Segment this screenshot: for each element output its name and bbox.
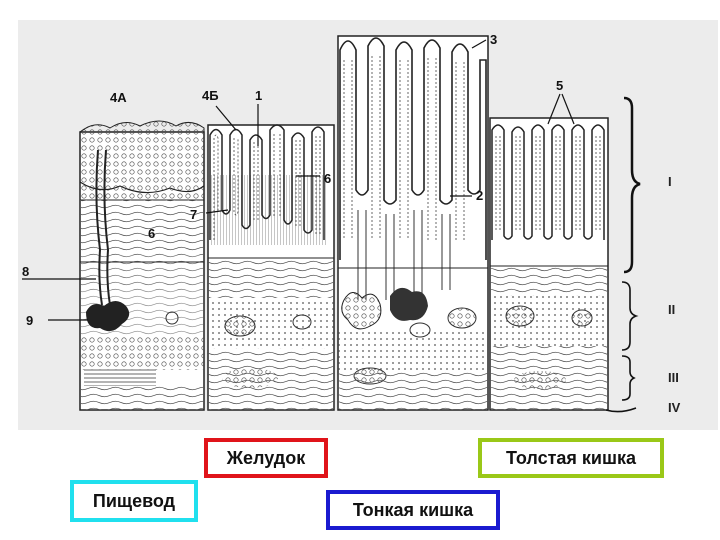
- label-4a: 4А: [110, 90, 127, 105]
- organ-label-small-intestine-text: Тонкая кишка: [353, 500, 473, 521]
- stomach-panel: [208, 125, 334, 410]
- layer-label-i: I: [668, 174, 672, 189]
- label-8: 8: [22, 264, 29, 279]
- small-intestine-panel: [338, 36, 488, 410]
- layer-label-iii: III: [668, 370, 679, 385]
- large-intestine-panel: [490, 118, 608, 410]
- organ-label-stomach-text: Желудок: [227, 448, 305, 469]
- organ-label-stomach: Желудок: [204, 438, 328, 478]
- organ-label-large-intestine: Толстая кишка: [478, 438, 664, 478]
- organ-label-esophagus-text: Пищевод: [93, 491, 175, 512]
- histology-figure: 1 2 3 4А 4Б 5 6 6 7 8 9 I II III IV: [0, 0, 720, 430]
- organ-label-esophagus: Пищевод: [70, 480, 198, 522]
- label-1: 1: [255, 88, 262, 103]
- label-7: 7: [190, 207, 197, 222]
- organ-label-large-intestine-text: Толстая кишка: [506, 448, 636, 469]
- layer-label-ii: II: [668, 302, 675, 317]
- label-5: 5: [556, 78, 563, 93]
- organ-label-small-intestine: Тонкая кишка: [326, 490, 500, 530]
- label-4b: 4Б: [202, 88, 219, 103]
- label-2: 2: [476, 188, 483, 203]
- label-3: 3: [490, 32, 497, 47]
- label-9: 9: [26, 313, 33, 328]
- label-6-panel1: 6: [148, 226, 155, 241]
- label-6-panel2: 6: [324, 171, 331, 186]
- layer-label-iv: IV: [668, 400, 681, 415]
- esophagus-panel: [80, 121, 204, 410]
